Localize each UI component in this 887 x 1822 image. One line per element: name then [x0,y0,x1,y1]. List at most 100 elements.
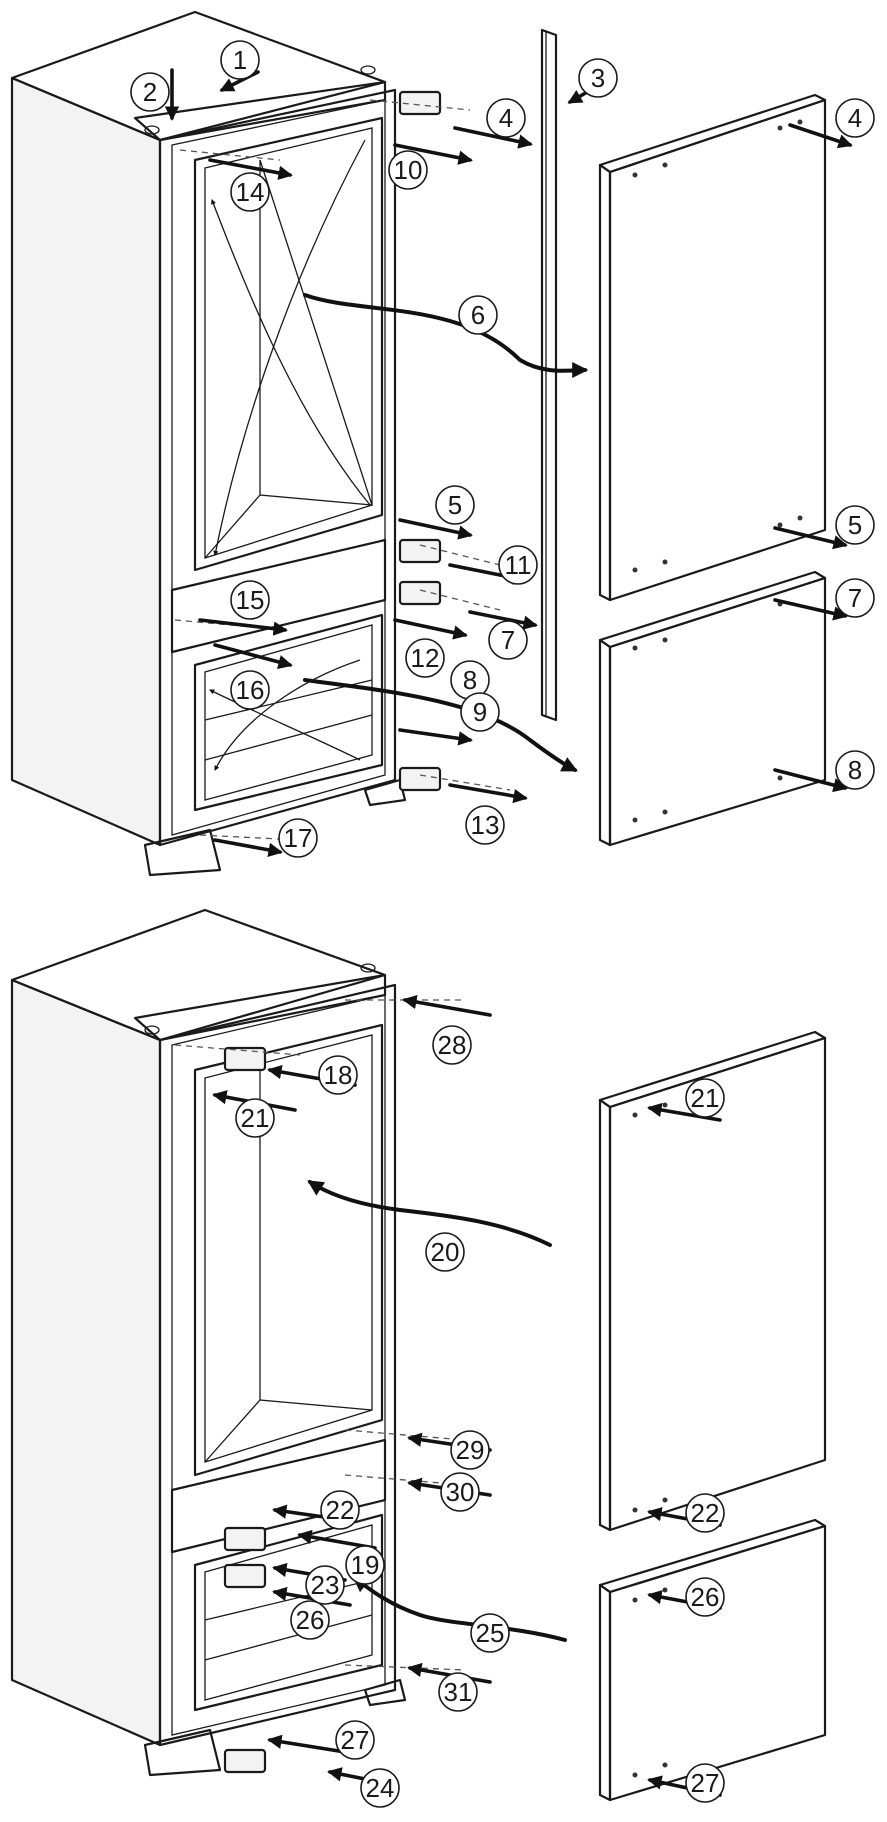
top-callout-10: 10 [394,155,423,185]
bottom-badge-22 [685,1493,725,1533]
bottom-callout-27: 27 [341,1725,370,1755]
bottom-badge-22 [320,1490,360,1530]
top-callout-3: 3 [591,63,605,93]
arrow-20 [307,1180,552,1247]
bottom-badge-24 [360,1768,400,1808]
hinge-lower-icon [398,766,442,792]
arrow-17 [213,838,283,857]
bottom-callout-22: 22 [691,1498,720,1528]
top-hinges [398,90,442,792]
bottom-callout-31: 31 [444,1677,473,1707]
top-badge-13 [465,805,505,845]
bottom-badge-19 [345,1545,385,1585]
top-callout-5: 5 [848,510,862,540]
bottom-badge-31 [438,1672,478,1712]
hinge-mid-a-icon [223,1526,267,1552]
bottom-badge-30 [440,1472,480,1512]
bottom-callout-23: 23 [311,1570,340,1600]
arrow-13 [448,783,528,804]
top-callout-11: 11 [505,550,532,580]
top-badge-10 [388,150,428,190]
bottom-badge-26 [290,1600,330,1640]
bottom-callout-20: 20 [431,1237,460,1267]
top-badge-17 [278,818,318,858]
top-badge-4 [486,98,526,138]
top-callout-7: 7 [848,583,862,613]
arrow-6 [303,293,589,379]
top-badge-4 [835,98,875,138]
arrow-28 [402,994,492,1017]
top-callout-5: 5 [448,490,462,520]
top-badge-2 [130,72,170,112]
top-lower-door [598,570,827,847]
top-callout-8: 8 [463,665,477,695]
top-badge-5 [835,505,875,545]
bottom-callout-22: 22 [326,1495,355,1525]
bottom-badge-27 [335,1720,375,1760]
arrow-9b [398,728,473,746]
top-curved-arrows [209,139,589,772]
bottom-callout-28: 28 [438,1030,467,1060]
bottom-callout-21: 21 [691,1083,720,1113]
top-callout-6: 6 [471,300,485,330]
top-callout-12: 12 [411,643,440,673]
bottom-curved-arrows [307,1180,567,1642]
hinge-top-inner-icon [223,1046,267,1072]
bottom-badge-21 [685,1078,725,1118]
top-callout-7: 7 [501,625,515,655]
top-badge-1 [220,40,260,80]
hinge-bottom-icon [223,1748,267,1774]
arrow-25 [352,1576,567,1642]
bottom-callout-18: 18 [324,1060,353,1090]
top-arrows [164,68,853,857]
top-cabinet [10,10,407,877]
top-callout-9: 9 [473,697,487,727]
bottom-callout-25: 25 [476,1618,505,1648]
arrow-7 [468,610,538,630]
top-callout-8: 8 [848,755,862,785]
top-badge-7 [488,620,528,660]
hinge-mid-b-icon [223,1563,267,1589]
bottom-badge-20 [425,1232,465,1272]
arrow-16a [213,643,293,669]
top-callout-13: 13 [471,810,500,840]
arrow-4 [453,126,533,149]
top-callout-1: 1 [233,45,247,75]
bottom-badge-29 [450,1430,490,1470]
bottom-cabinet [10,908,407,1777]
top-callout-4: 4 [499,103,513,133]
bottom-badge-26 [685,1577,725,1617]
arrow-9 [303,678,578,772]
bottom-callout-19: 19 [351,1550,380,1580]
bottom-badge-23 [305,1565,345,1605]
top-badge-11 [498,545,538,585]
bottom-callout-27: 27 [691,1768,720,1798]
top-badge-5 [435,485,475,525]
arrow-5b [773,526,848,550]
top-vent-strip [540,28,558,722]
top-badge-12 [405,638,445,678]
arrow-21b [647,1102,722,1122]
bottom-hinges [223,1046,267,1774]
top-badge-14 [230,172,270,212]
arrow-12 [393,618,468,640]
hinge-middle-b-icon [398,580,442,606]
arrow-4b [788,123,853,149]
bottom-badge-28 [432,1025,472,1065]
arrow-14 [208,158,293,180]
top-upper-door [598,93,827,602]
top-callout-16: 16 [236,675,265,705]
top-badge-16 [230,670,270,710]
top-badge-8 [835,750,875,790]
top-badge-3 [578,58,618,98]
arrow-10 [393,143,473,165]
bottom-callout-29: 29 [456,1435,485,1465]
bottom-callout-30: 30 [446,1477,475,1507]
bottom-callout-26: 26 [296,1605,325,1635]
top-callout-14: 14 [236,177,265,207]
